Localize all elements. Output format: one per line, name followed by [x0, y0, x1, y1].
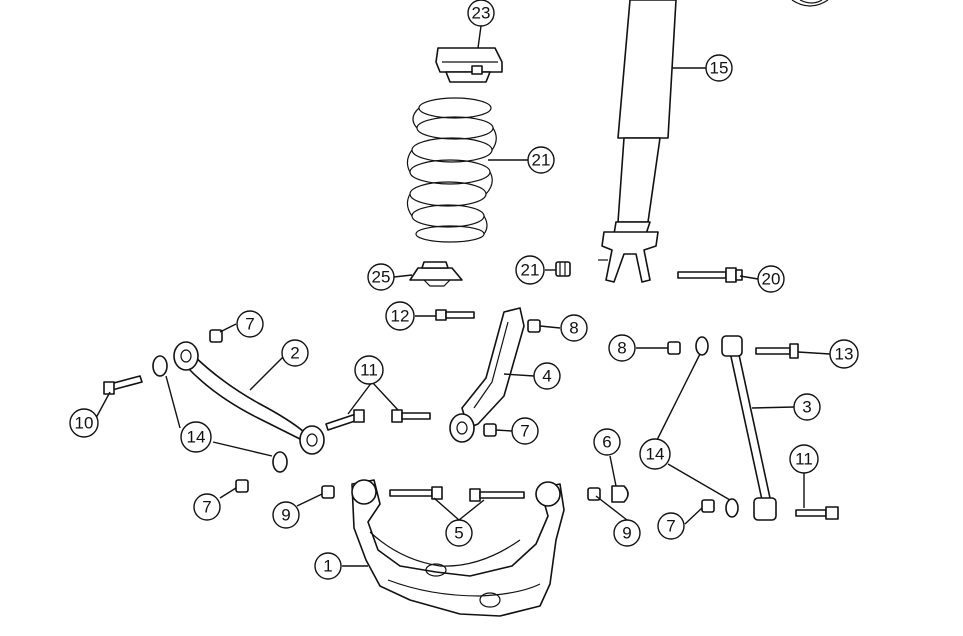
callout-3: 3 [793, 393, 821, 421]
svg-text:11: 11 [360, 361, 378, 380]
bolt-11-c [795, 506, 839, 520]
svg-text:10: 10 [75, 414, 94, 433]
nut-7-d [701, 499, 715, 513]
bolt-10 [103, 375, 143, 395]
coil-spring [406, 97, 497, 243]
nut-9-left [321, 485, 335, 499]
callout-12: 12 [385, 301, 415, 331]
shock-absorber [598, 0, 677, 283]
svg-text:15: 15 [710, 59, 729, 78]
bolt-12 [435, 309, 475, 321]
nut-8-left [527, 319, 541, 333]
svg-text:21: 21 [521, 261, 540, 280]
nut-7-b [483, 423, 497, 437]
bolt-5-b [469, 488, 525, 502]
callout-21: 21 [515, 255, 545, 285]
svg-text:7: 7 [666, 517, 675, 536]
nut-7-c [235, 479, 249, 493]
callout-14-b: 14 [639, 438, 671, 470]
callout-24: 23 [467, 0, 495, 27]
svg-text:9: 9 [281, 506, 290, 525]
svg-text:25: 25 [372, 268, 391, 287]
svg-text:14: 14 [187, 428, 206, 447]
callout-7-a: 7 [236, 310, 264, 338]
partial-part-top-right [791, 0, 829, 7]
svg-text:9: 9 [622, 524, 631, 543]
callout-14-a: 14 [180, 421, 212, 453]
callout-10: 10 [69, 408, 99, 438]
washer-14-b [272, 451, 288, 473]
link-arm-4 [449, 307, 525, 443]
callout-23: 21 [527, 146, 555, 174]
callout-20: 20 [757, 265, 785, 293]
leader-lines [95, 25, 831, 567]
nut-7-a [209, 329, 223, 343]
callout-11-a: 11 [354, 355, 384, 385]
bolt-13 [755, 343, 799, 359]
svg-text:2: 2 [290, 344, 299, 363]
svg-text:1: 1 [323, 557, 332, 576]
shock-bolt [677, 267, 743, 283]
svg-text:23: 23 [472, 4, 491, 23]
link-arm-3 [721, 335, 777, 521]
callout-4: 4 [533, 362, 561, 390]
callout-11-b: 11 [789, 444, 819, 474]
callout-9-b: 9 [613, 519, 641, 547]
callout-6: 6 [593, 428, 621, 456]
svg-text:3: 3 [802, 398, 811, 417]
bolt-5-a [389, 486, 443, 500]
callout-7-d: 7 [657, 512, 685, 540]
callout-2: 2 [281, 339, 309, 367]
svg-text:20: 20 [762, 270, 781, 289]
callout-15: 15 [705, 54, 733, 82]
callout-25: 25 [367, 263, 395, 291]
lower-control-arm-1 [351, 479, 565, 617]
callout-1: 1 [314, 552, 342, 580]
svg-text:5: 5 [454, 524, 463, 543]
bolt-11-b [391, 409, 431, 423]
washer-14-a [152, 355, 168, 377]
callout-5: 5 [445, 519, 473, 547]
svg-text:7: 7 [520, 422, 529, 441]
callout-9-a: 9 [272, 501, 300, 529]
callout-8-b: 8 [608, 334, 636, 362]
callout-7-b: 7 [511, 417, 539, 445]
washer-14-c [695, 336, 709, 356]
svg-text:14: 14 [646, 445, 665, 464]
svg-text:11: 11 [795, 450, 813, 469]
callout-13: 13 [829, 339, 859, 369]
lower-spring-isolator [409, 261, 463, 287]
bolt-11-a [325, 409, 365, 431]
svg-text:13: 13 [835, 345, 854, 364]
cap-6 [611, 485, 629, 503]
svg-text:8: 8 [617, 339, 626, 358]
svg-text:12: 12 [391, 307, 410, 326]
svg-text:7: 7 [245, 315, 254, 334]
upper-control-arm-2 [173, 341, 325, 455]
svg-text:7: 7 [202, 498, 211, 517]
svg-text:6: 6 [602, 433, 611, 452]
svg-text:21: 21 [532, 151, 551, 170]
washer-14-d [725, 498, 739, 518]
callout-7-c: 7 [193, 493, 221, 521]
svg-text:8: 8 [569, 319, 578, 338]
svg-text:4: 4 [542, 367, 551, 386]
upper-spring-seat [435, 47, 503, 83]
nut-21 [555, 261, 571, 277]
callout-8-a: 8 [560, 314, 588, 342]
nut-8-right [667, 341, 681, 355]
